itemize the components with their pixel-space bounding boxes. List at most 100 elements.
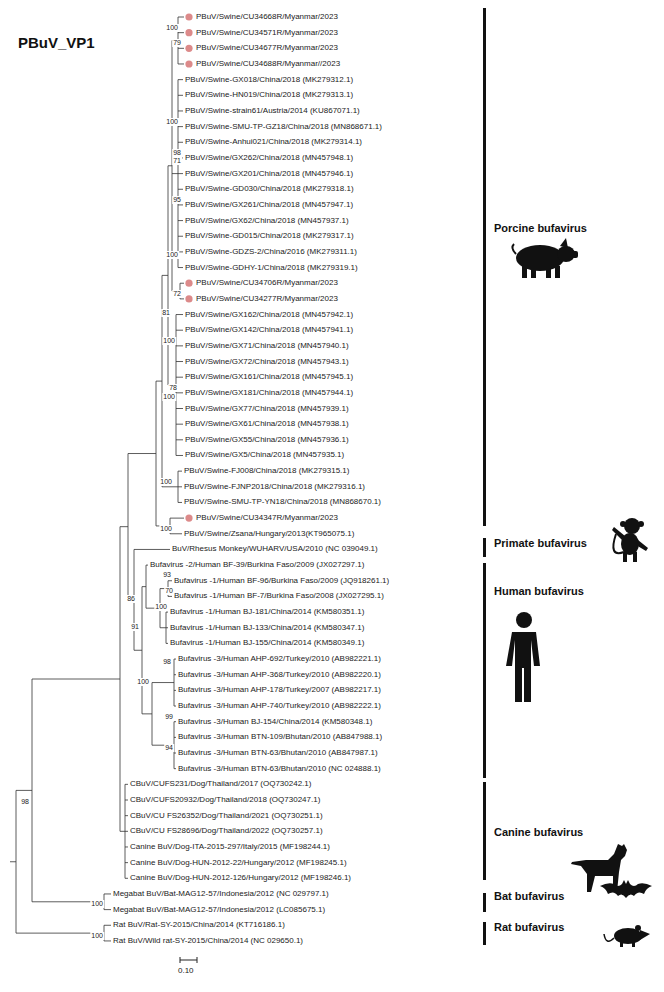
branch <box>134 650 142 651</box>
taxon-label: Canine BuV/Dog-HUN-2012-22/Hungary/2012 … <box>130 858 347 868</box>
sample-dot <box>185 280 192 287</box>
figure-title: PBuV_VP1 <box>18 34 95 52</box>
taxon-label: Bufavirus -1/Human BF-7/Burkina Faso/200… <box>174 591 384 601</box>
taxon-label: Bufavirus -1/Human BF-96/Burkina Faso/20… <box>174 576 389 586</box>
taxon-label: Bufavirus -3/Human BTN-63/Bhutan/2010 (A… <box>178 748 378 758</box>
taxon-label: Rat BuV/Rat-SY-2015/China/2014 (KT716186… <box>113 920 285 930</box>
branch <box>178 267 183 268</box>
taxon-label: PBuV/Swine-FJ008/China/2018 (MK279315.1) <box>184 466 349 476</box>
human-icon <box>506 612 540 702</box>
clade-label: Rat bufavirus <box>494 921 564 934</box>
taxon-label: PBuV/Swine/CU34571R/Myanmar/2023 <box>196 28 338 38</box>
scale-label: 0.10 <box>178 966 194 976</box>
taxon-label: PBuV/Swine-GDZS-2/China/2016 (MK279311.1… <box>185 247 357 257</box>
branch <box>172 173 178 174</box>
taxon-label: PBuV/Swine/CU34706R/Myanmar/2023 <box>196 278 338 288</box>
clade-label: Bat bufavirus <box>494 890 564 903</box>
bootstrap-value: 100 <box>165 24 179 32</box>
clade-bar <box>483 922 486 945</box>
sample-dot <box>185 515 192 522</box>
taxon-label: PBuV/Swine-GD015/China/2018 (MK279317.1) <box>185 231 354 241</box>
taxon-label: Bufavirus -3/Human AHP-178/Turkey/2007 (… <box>178 685 381 695</box>
branch <box>176 439 183 440</box>
sample-dot <box>185 60 192 67</box>
bootstrap-value: 100 <box>159 525 173 533</box>
branch <box>168 165 172 166</box>
taxon-label: PBuV/Swine-HN019/China/2018 (MK279313.1) <box>185 90 353 100</box>
branch <box>176 408 183 409</box>
bootstrap-value: 98 <box>20 798 30 806</box>
branch <box>178 48 184 49</box>
branch <box>178 63 184 64</box>
taxon-label: PBuV/Swine-GX018/China/2018 (MK279312.1) <box>185 75 353 85</box>
taxon-label: PBuV/Swine-GDHY-1/China/2018 (MK279319.1… <box>185 263 358 273</box>
branch <box>178 110 183 111</box>
bootstrap-value: 100 <box>159 478 173 486</box>
clade-label: Canine bufavirus <box>494 826 583 839</box>
taxon-label: PBuV/Swine-GD030/China/2018 (MK279318.1) <box>185 184 354 194</box>
bootstrap-value: 100 <box>162 393 176 401</box>
bootstrap-value: 71 <box>172 157 182 165</box>
bootstrap-value: 86 <box>126 595 136 603</box>
taxon-label: Bufavirus -1/Human BJ-155/China/2014 (KM… <box>170 638 364 648</box>
monkey-icon <box>612 518 648 562</box>
branch <box>178 32 184 33</box>
bootstrap-value: 79 <box>172 39 182 47</box>
taxon-label: PBuV/Swine/GX61/China/2018 (MN457938.1) <box>185 419 349 429</box>
clade-label: Porcine bufavirus <box>494 222 587 235</box>
bootstrap-value: 70 <box>164 587 174 595</box>
taxon-label: Bufavirus -1/Human BJ-133/China/2014 (KM… <box>170 623 364 633</box>
taxon-label: Bufavirus -2/Human BF-39/Burkina Faso/20… <box>150 560 364 570</box>
branch <box>178 486 182 487</box>
branch <box>178 173 183 174</box>
sample-dot <box>185 13 192 20</box>
branch <box>178 220 183 221</box>
taxon-label: Bufavirus -3/Human AHP-368/Turkey/2010 (… <box>178 670 381 680</box>
bootstrap-value: 78 <box>168 384 178 392</box>
taxon-label: CBuV/CU FS26352/Dog/Thailand/2021 (OQ730… <box>130 811 323 821</box>
bootstrap-value: 99 <box>164 713 174 721</box>
bat-icon <box>600 880 652 898</box>
branch <box>178 204 183 205</box>
branch <box>152 682 174 683</box>
branch <box>142 713 152 714</box>
bootstrap-value: 100 <box>154 603 168 611</box>
branch <box>162 275 168 276</box>
rat-icon <box>604 925 650 947</box>
branch <box>170 533 182 534</box>
branch <box>32 679 120 680</box>
taxon-label: Bufavirus -1/Human BJ-181/China/2014 (KM… <box>170 607 364 617</box>
taxon-label: PBuV/Swine-strain61/Austria/2014 (KU8670… <box>185 106 360 116</box>
bootstrap-value: 91 <box>130 623 140 631</box>
bootstrap-value: 93 <box>162 571 172 579</box>
sample-dot <box>185 295 192 302</box>
branch <box>104 893 111 894</box>
branch <box>125 815 128 816</box>
taxon-label: PBuV/Swine/GX161/China/2018 (MN457945.1) <box>185 372 353 382</box>
taxon-label: PBuV/Swine/CU34277R/Myanmar/2023 <box>196 294 338 304</box>
taxon-label: Bufavirus -3/Human BJ-154/China/2014 (KM… <box>178 717 372 727</box>
clade-label: Primate bufavirus <box>494 537 587 550</box>
clade-label: Human bufavirus <box>494 585 584 598</box>
clade-bar <box>483 538 486 557</box>
clade-bar <box>483 782 486 880</box>
branch <box>180 283 184 284</box>
branch <box>125 862 128 863</box>
taxon-label: PBuV/Swine/GX62/China/2018 (MN457937.1) <box>185 216 349 226</box>
taxon-label: PBuV/Swine-FJNP2018/China/2018 (MK279316… <box>184 482 365 492</box>
taxon-label: PBuV/Swine/GX162/China/2018 (MN457942.1) <box>185 310 353 320</box>
branch <box>104 925 111 926</box>
taxon-label: CBuV/CU FS28696/Dog/Thailand/2022 (OQ730… <box>130 826 323 836</box>
taxon-label: PBuV/Swine/GX261/China/2018 (MN457947.1) <box>185 200 353 210</box>
clade-bar <box>483 563 486 778</box>
scale-bar <box>180 957 197 963</box>
branch <box>170 518 184 519</box>
taxon-label: PBuV/Swine/GX142/China/2018 (MN457941.1) <box>185 325 353 335</box>
branch <box>176 455 183 456</box>
bootstrap-value: 100 <box>90 932 104 940</box>
bootstrap-value: 98 <box>162 658 172 666</box>
bootstrap-value: 100 <box>165 118 179 126</box>
bootstrap-value: 100 <box>90 900 104 908</box>
